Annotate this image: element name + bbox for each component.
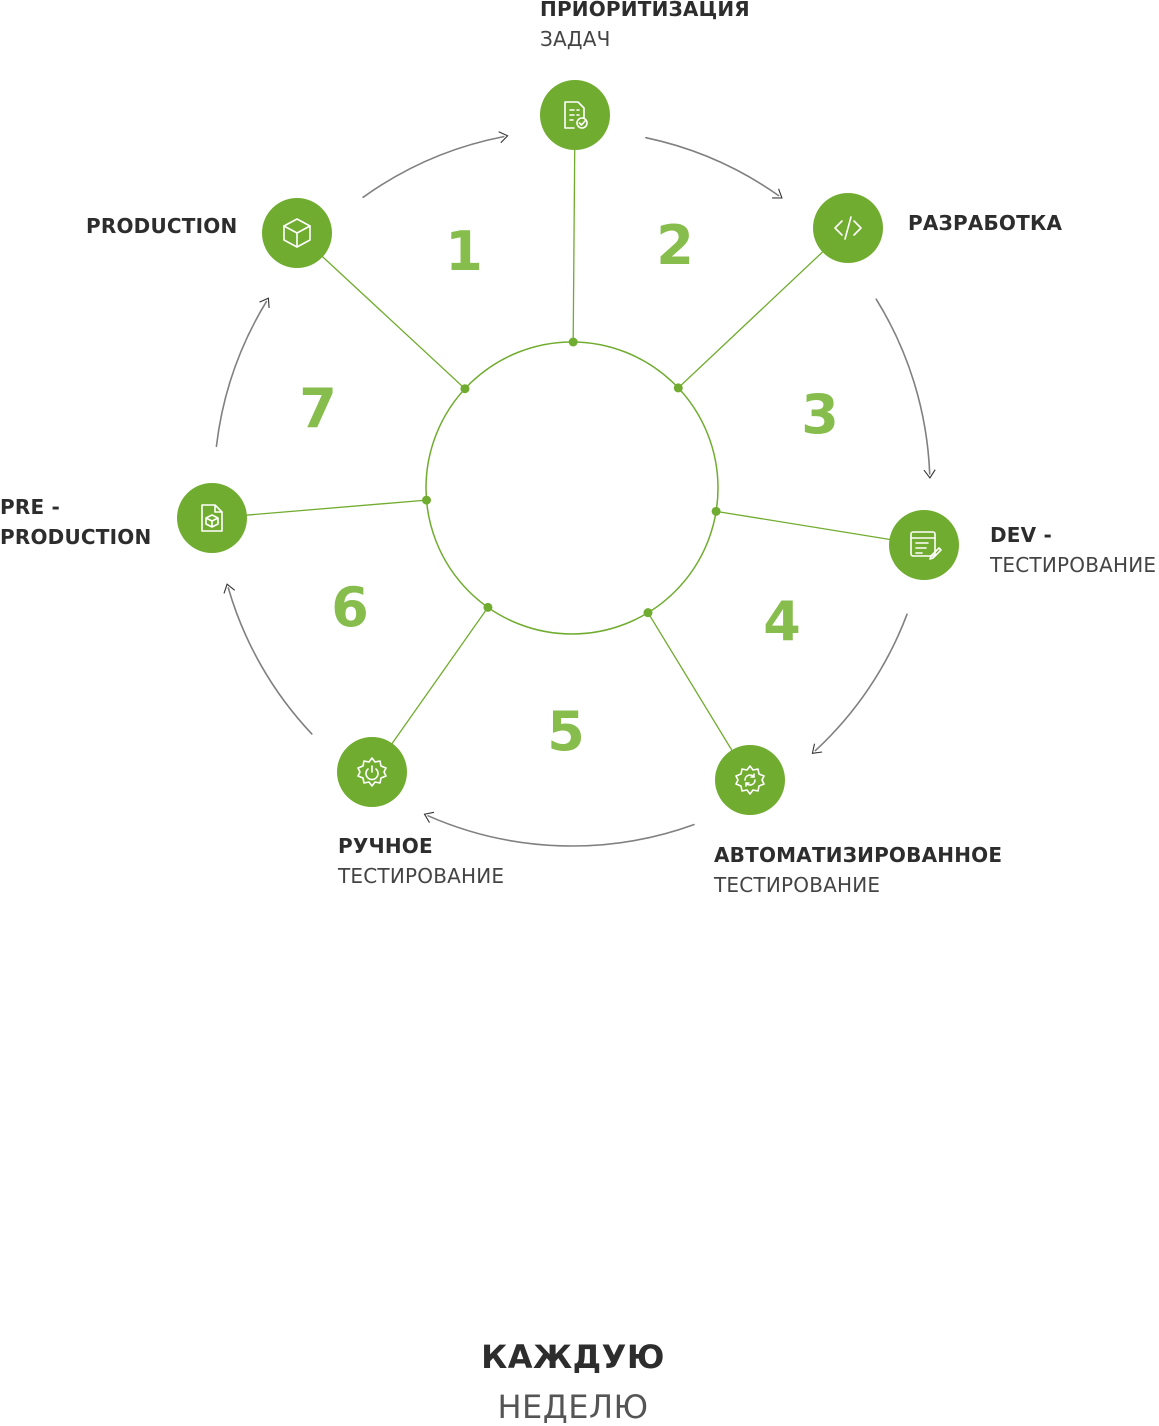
step-number-4: 4 [763, 590, 801, 653]
step-number-5: 5 [547, 700, 585, 763]
stage-label-3: DEV - ТЕСТИРОВАНИЕ [990, 520, 1156, 580]
spoke-dot-2 [673, 383, 683, 393]
stage-node-1 [540, 80, 610, 150]
stage-label-5-normal: ТЕСТИРОВАНИЕ [338, 864, 505, 888]
spoke-dot-1 [568, 337, 578, 347]
document-check-icon [564, 101, 588, 129]
code-icon [834, 216, 862, 240]
stage-label-2: РАЗРАБОТКА [908, 208, 1062, 238]
center-line-1: КАЖДУЮ [481, 1338, 665, 1376]
cycle-arc-5 [227, 587, 313, 735]
diagram-canvas: 1 2 3 4 5 6 7 [177, 80, 959, 847]
cycle-arrowhead-7 [498, 131, 509, 144]
stage-label-4-normal: ТЕСТИРОВАНИЕ [714, 873, 881, 897]
stage-label-7-bold: PRODUCTION [86, 214, 238, 238]
cycle-arc-2 [875, 298, 931, 475]
cycle-arrowhead-6 [259, 297, 270, 308]
file-cube-icon [201, 504, 223, 532]
step-number-3: 3 [801, 383, 839, 446]
spoke-dot-6 [422, 495, 432, 505]
cycle-arc-6 [215, 300, 268, 448]
gear-sync-icon [735, 765, 765, 795]
stage-node-circle-6 [177, 483, 247, 553]
cycle-arrowhead-3 [811, 743, 823, 754]
step-number-2: 2 [656, 214, 694, 277]
spoke-dot-5 [483, 602, 493, 612]
stage-label-1: ПРИОРИТИЗАЦИЯ ЗАДАЧ [540, 0, 750, 54]
spoke-dot-4 [643, 608, 653, 618]
stage-node-4 [715, 745, 785, 815]
cycle-arrowhead-4 [423, 811, 435, 823]
gear-power-icon [357, 757, 387, 787]
cycle-arrowhead-1 [772, 188, 783, 199]
stage-node-circle-1 [540, 80, 610, 150]
cube-icon [283, 218, 311, 248]
stage-label-1-normal: ЗАДАЧ [540, 27, 611, 51]
stage-node-6 [177, 483, 247, 553]
stage-node-2 [813, 193, 883, 263]
stage-label-1-bold: ПРИОРИТИЗАЦИЯ [540, 0, 750, 21]
step-number-7: 7 [299, 377, 337, 440]
stage-label-6-bold-2: PRODUCTION [0, 525, 152, 549]
stage-label-5: РУЧНОЕ ТЕСТИРОВАНИЕ [338, 831, 504, 891]
center-line-2: НЕДЕЛЮ [497, 1388, 649, 1426]
cycle-arc-3 [814, 613, 908, 752]
cycle-arrowhead-2 [923, 469, 936, 479]
stage-label-7: PRODUCTION [86, 211, 237, 241]
stage-label-2-bold: РАЗРАБОТКА [908, 211, 1063, 235]
spoke-1 [572, 114, 576, 343]
stage-label-3-bold: DEV - [990, 523, 1053, 547]
step-number-6: 6 [331, 576, 369, 639]
stage-label-3-normal: ТЕСТИРОВАНИЕ [990, 553, 1157, 577]
spoke-2 [677, 227, 849, 389]
cycle-arc-1 [645, 136, 780, 197]
stage-label-5-bold: РУЧНОЕ [338, 834, 433, 858]
cycle-arc-4 [427, 815, 695, 847]
center-circle [425, 341, 719, 635]
stage-node-3 [889, 510, 959, 580]
stage-label-4: АВТОМАТИЗИРОВАННОЕ ТЕСТИРОВАНИЕ [714, 840, 1002, 900]
stage-node-5 [337, 737, 407, 807]
step-number-1: 1 [445, 220, 483, 283]
stage-label-6-bold: PRE - [0, 495, 60, 519]
edit-list-icon [910, 531, 942, 560]
stage-node-circle-3 [889, 510, 959, 580]
spoke-6 [211, 499, 427, 519]
stage-label-4-bold: АВТОМАТИЗИРОВАННОЕ [714, 843, 1003, 867]
cycle-arc-7 [362, 135, 505, 199]
stage-node-7 [262, 198, 332, 268]
stage-node-circle-4 [715, 745, 785, 815]
spoke-dot-7 [460, 384, 470, 394]
cycle-arrowhead-5 [223, 583, 236, 594]
spoke-dot-3 [711, 506, 721, 516]
spoke-7 [296, 232, 466, 390]
stage-label-6: PRE - PRODUCTION [0, 492, 151, 552]
spoke-3 [716, 510, 925, 546]
